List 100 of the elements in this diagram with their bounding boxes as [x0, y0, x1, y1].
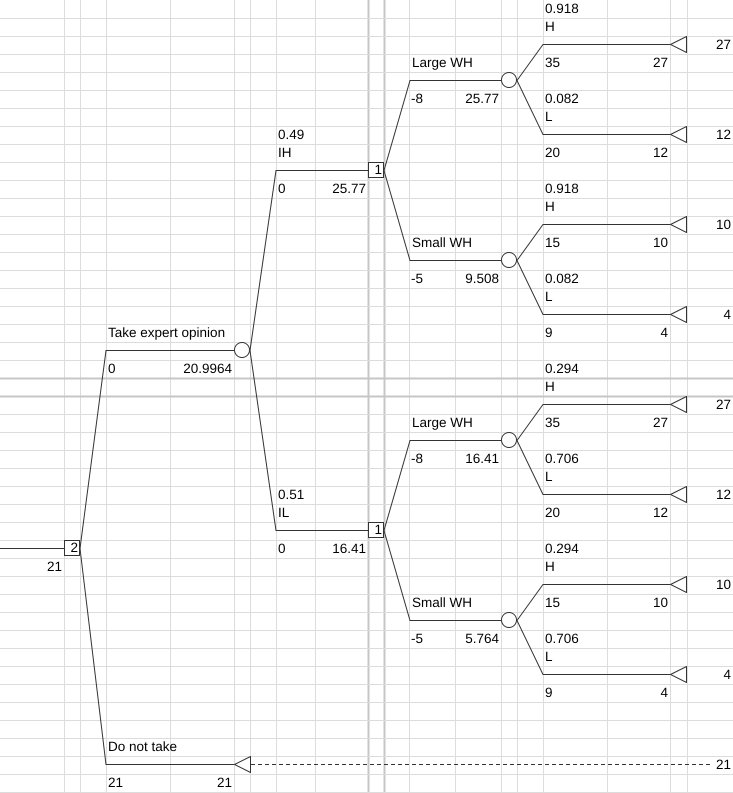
rollback-value: 4	[660, 685, 668, 701]
branch-label: IL	[278, 505, 290, 521]
terminal-value: 4	[723, 667, 731, 683]
branch-value: 20	[545, 505, 560, 521]
rollback-value: 27	[652, 55, 668, 71]
terminal-value: 27	[716, 37, 731, 53]
rollback-value: 27	[652, 415, 668, 431]
branch-value: 15	[545, 235, 560, 251]
rollback-value: 16.41	[332, 541, 366, 557]
rollback-value: 9.508	[465, 271, 499, 287]
chance-node	[501, 432, 517, 448]
probability-label: 0.918	[545, 181, 579, 197]
branch-line	[516, 44, 670, 81]
branch-value: 0	[278, 541, 286, 557]
probability-label: 0.294	[545, 361, 579, 377]
branch-label: Large WH	[412, 55, 473, 71]
branch-value: 20	[545, 145, 560, 161]
terminal-node	[234, 756, 251, 772]
branch-line	[516, 584, 670, 621]
terminal-node	[670, 126, 687, 142]
terminal-node	[670, 486, 687, 502]
rollback-value: 10	[652, 235, 668, 251]
chance-node	[234, 342, 250, 358]
branch-line	[516, 404, 670, 441]
branch-line	[384, 170, 502, 261]
branch-label: L	[545, 289, 553, 305]
branch-line	[384, 80, 502, 171]
chance-node	[501, 612, 517, 628]
decision-node: 1	[368, 162, 384, 178]
decision-value: 21	[46, 559, 62, 575]
rollback-value: 5.764	[465, 631, 499, 647]
probability-label: 0.294	[545, 541, 579, 557]
probability-label: 0.51	[278, 487, 304, 503]
branch-value: 15	[545, 595, 560, 611]
branch-label: IH	[278, 145, 292, 161]
rollback-value: 12	[652, 145, 668, 161]
probability-label: 0.082	[545, 91, 579, 107]
terminal-node	[670, 576, 687, 592]
branch-value: 35	[545, 55, 560, 71]
branch-value: 35	[545, 415, 560, 431]
branch-value: -8	[411, 451, 424, 467]
terminal-node	[670, 36, 687, 52]
rollback-value: 16.41	[465, 451, 499, 467]
branch-label: Do not take	[108, 739, 178, 755]
probability-label: 0.082	[545, 271, 579, 287]
rollback-value: 10	[652, 595, 668, 611]
terminal-node	[670, 216, 687, 232]
probability-label: 0.918	[545, 1, 579, 17]
probability-label: 0.706	[545, 631, 579, 647]
branch-label: H	[545, 19, 555, 35]
branch-label: Take expert opinion	[108, 325, 226, 341]
branch-line	[516, 80, 670, 135]
terminal-node	[670, 396, 687, 412]
branch-label: Small WH	[412, 235, 472, 251]
branch-value: 9	[545, 325, 553, 341]
rollback-value: 4	[660, 325, 668, 341]
input-line	[0, 548, 64, 549]
terminal-value: 10	[716, 217, 731, 233]
branch-value: 21	[108, 775, 124, 791]
branch-line	[516, 440, 670, 495]
chance-node	[501, 252, 517, 268]
rollback-value: 20.9964	[183, 361, 232, 377]
terminal-value: 4	[723, 307, 731, 323]
branch-label: H	[545, 199, 555, 215]
branch-line	[516, 620, 670, 675]
terminal-node	[670, 306, 687, 322]
branch-value: 9	[545, 685, 553, 701]
branch-line	[384, 530, 502, 621]
branch-line	[516, 260, 670, 315]
terminal-value: 12	[716, 127, 731, 143]
chance-node	[501, 72, 517, 88]
terminal-value: 12	[716, 487, 731, 503]
rollback-value: 21	[216, 775, 232, 791]
terminal-value: 10	[716, 577, 731, 593]
branch-label: L	[545, 109, 553, 125]
terminal-node	[670, 666, 687, 682]
branch-label: H	[545, 379, 555, 395]
terminal-value: 27	[716, 397, 731, 413]
branch-value: -5	[411, 271, 424, 287]
probability-label: 0.706	[545, 451, 579, 467]
probability-label: 0.49	[278, 127, 304, 143]
rollback-value: 25.77	[332, 181, 366, 197]
branch-label: Small WH	[412, 595, 472, 611]
branch-line	[516, 224, 670, 261]
decision-node: 2	[64, 540, 80, 556]
decision-node: 1	[368, 522, 384, 538]
branch-label: H	[545, 559, 555, 575]
branch-line	[384, 440, 502, 531]
branch-value: -8	[411, 91, 424, 107]
branch-line	[250, 350, 368, 531]
rollback-value: 25.77	[465, 91, 499, 107]
branch-label: L	[545, 649, 553, 665]
branch-label: L	[545, 469, 553, 485]
rollback-value: 12	[652, 505, 668, 521]
branch-value: 0	[108, 361, 116, 377]
branch-value: -5	[411, 631, 424, 647]
branch-line	[250, 170, 368, 351]
branch-label: Large WH	[412, 415, 473, 431]
branch-value: 0	[278, 181, 286, 197]
terminal-value: 21	[716, 757, 731, 773]
